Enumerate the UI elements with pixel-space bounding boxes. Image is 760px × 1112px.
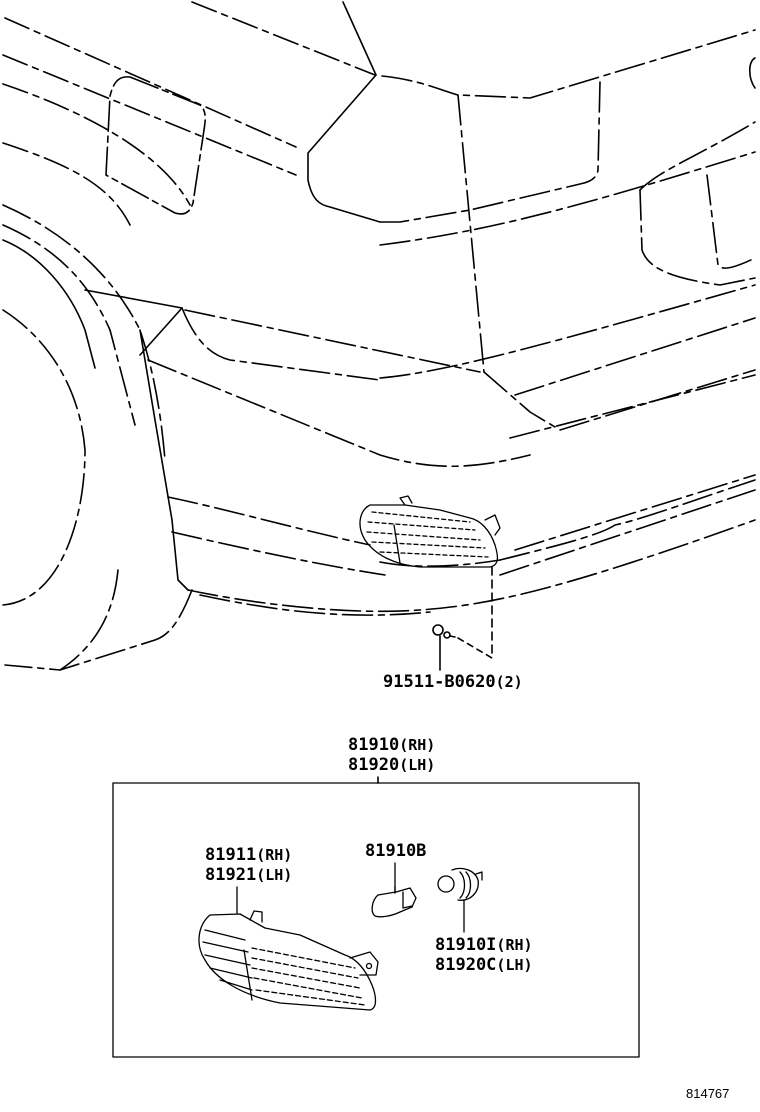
lens-rh-side: (RH) bbox=[256, 846, 293, 864]
screw-callout: 91511-B0620(2) bbox=[383, 672, 523, 693]
socket-callout-rh: 81910I(RH) bbox=[435, 935, 533, 956]
assembly-callout-rh: 81910(RH) bbox=[348, 735, 435, 756]
bulb-part-number: 81910B bbox=[365, 841, 427, 861]
assembly-rh-part-number: 81910 bbox=[348, 735, 400, 755]
socket-callout-lh: 81920C(LH) bbox=[435, 955, 533, 976]
lens-rh-part-number: 81911 bbox=[205, 845, 257, 865]
lens-callout-lh: 81921(LH) bbox=[205, 865, 292, 886]
lens-lh-side: (LH) bbox=[256, 866, 293, 884]
socket-lh-part-number: 81920C bbox=[435, 955, 497, 975]
screw-part-number: 91511-B0620 bbox=[383, 672, 496, 692]
car-body-lines bbox=[2, 1, 756, 671]
lens-callout-rh: 81911(RH) bbox=[205, 845, 292, 866]
installed-turn-signal-lamp bbox=[359, 495, 501, 568]
bulb-drawing bbox=[371, 862, 417, 918]
assembly-rh-side: (RH) bbox=[399, 736, 436, 754]
screw-quantity: (2) bbox=[495, 673, 523, 691]
bulb-callout: 81910B bbox=[365, 841, 426, 862]
screw-fastener bbox=[432, 566, 493, 671]
assembly-callout-lh: 81920(LH) bbox=[348, 755, 435, 776]
lens-lh-part-number: 81921 bbox=[205, 865, 257, 885]
assembly-box bbox=[112, 776, 640, 1058]
lens-drawing bbox=[198, 886, 379, 1011]
socket-drawing bbox=[437, 867, 483, 933]
assembly-lh-part-number: 81920 bbox=[348, 755, 400, 775]
figure-number: 814767 bbox=[686, 1086, 730, 1101]
socket-rh-part-number: 81910I bbox=[435, 935, 497, 955]
assembly-lh-side: (LH) bbox=[399, 756, 436, 774]
socket-lh-side: (LH) bbox=[496, 956, 533, 974]
socket-rh-side: (RH) bbox=[496, 936, 533, 954]
